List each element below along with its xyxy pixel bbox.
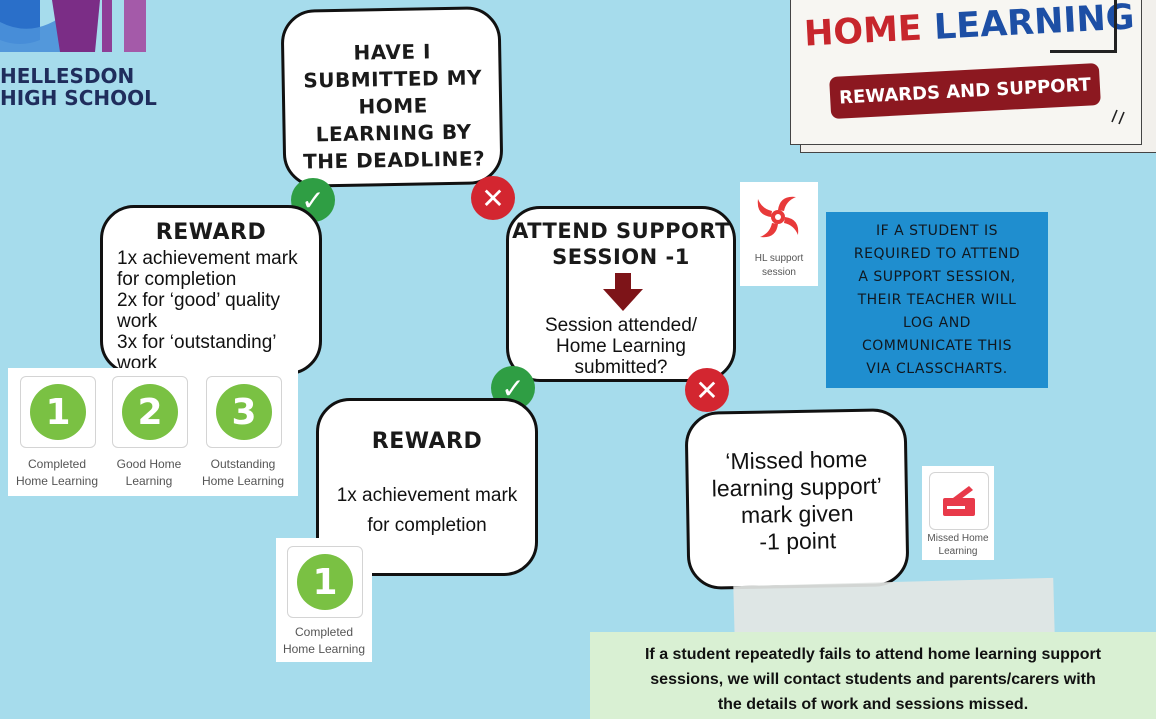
support-question-line3: submitted?: [574, 357, 668, 378]
footer-note: If a student repeatedly fails to attend …: [590, 632, 1156, 719]
missed-bubble: ‘Missed home learning support’ mark give…: [684, 408, 910, 590]
hurricane-icon: [757, 196, 799, 238]
support-title-line2: SESSION -1: [552, 245, 690, 269]
achievement-tile-3: 3: [206, 376, 282, 448]
header-subtitle: REWARDS AND SUPPORT: [838, 73, 1092, 109]
info-box-text: IF A STUDENT IS REQUIRED TO ATTEND A SUP…: [853, 223, 1021, 377]
number-one-badge: 1: [30, 384, 86, 440]
hl-support-iconbox: [742, 184, 814, 250]
down-arrow-icon: [603, 273, 643, 311]
number-two-badge: 2: [122, 384, 178, 440]
support-title-line1: ATTEND SUPPORT: [512, 219, 730, 243]
achievement-tile-2: 2: [112, 376, 188, 448]
reward-line-5: 3x for ‘outstanding’: [117, 332, 277, 353]
no-cross-icon: ✕: [471, 176, 515, 220]
question-text: HAVE I SUBMITTED MY HOME LEARNING BY THE…: [302, 39, 486, 174]
missed-text: ‘Missed home learning support’ mark give…: [711, 445, 883, 555]
school-crest-icon: [0, 0, 146, 52]
info-box: IF A STUDENT IS REQUIRED TO ATTEND A SUP…: [826, 212, 1048, 388]
footer-note-text: If a student repeatedly fails to attend …: [644, 646, 1102, 713]
header-scribble-icon: [1111, 109, 1125, 125]
reward-line-3: 2x for ‘good’ quality: [117, 290, 281, 311]
reward-line-4: work: [117, 311, 158, 332]
reward-completion-title: REWARD: [371, 429, 483, 454]
header-card: HOME LEARNING REWARDS AND SUPPORT: [790, 0, 1156, 156]
support-question-line1: Session attended/: [544, 315, 698, 336]
number-three-badge: 3: [216, 384, 272, 440]
support-question-line2: Home Learning: [556, 336, 686, 357]
missed-iconbox: [929, 472, 989, 530]
reward-line-1: 1x achievement mark: [117, 248, 298, 269]
completed-tile: 1: [287, 546, 363, 618]
achievement-tile-1: 1: [20, 376, 96, 448]
school-name-line2: HIGH SCHOOL: [0, 86, 157, 110]
reward-line-2: for completion: [117, 269, 237, 290]
school-logo: HELLESDON HIGH SCHOOL: [0, 0, 160, 112]
reward-completion-line2: for completion: [367, 515, 487, 536]
reward-title: REWARD: [155, 220, 267, 245]
header-bracket-icon: [1050, 0, 1117, 53]
school-name-line1: HELLESDON: [0, 64, 135, 88]
reward-completion-line1: 1x achievement mark: [336, 485, 518, 506]
number-one-badge-2: 1: [297, 554, 353, 610]
question-bubble: HAVE I SUBMITTED MY HOME LEARNING BY THE…: [280, 6, 504, 188]
support-session-bubble: ATTEND SUPPORT SESSION -1 Session attend…: [506, 206, 736, 382]
header-title-home: HOME: [803, 8, 923, 55]
pen-paper-icon: [943, 486, 975, 516]
not-attended-cross-icon: ✕: [685, 368, 729, 412]
reward-bubble: REWARD 1x achievement mark for completio…: [100, 205, 322, 375]
